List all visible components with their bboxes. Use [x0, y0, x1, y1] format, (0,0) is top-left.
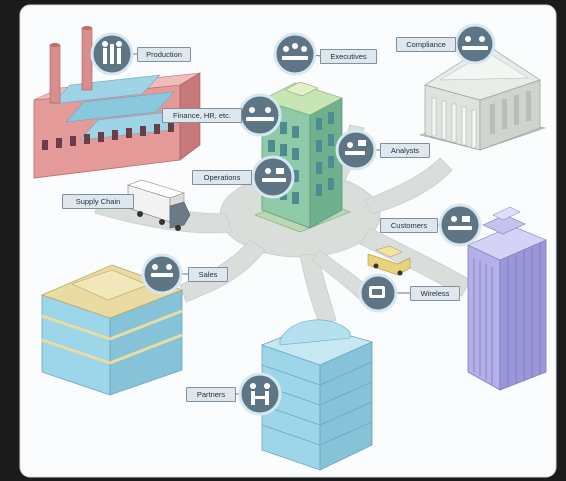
label-supply-chain: Supply Chain: [62, 194, 134, 209]
label-sales: Sales: [188, 267, 228, 282]
factory-building: [33, 26, 201, 179]
label-executives: Executives: [320, 49, 377, 64]
analysts-icon: [335, 129, 377, 171]
customer-tower: [467, 206, 547, 391]
label-partners: Partners: [186, 387, 236, 402]
label-compliance: Compliance: [396, 37, 456, 52]
label-operations: Operations: [192, 170, 252, 185]
label-wireless: Wireless: [410, 286, 460, 301]
taxi-car: [367, 245, 411, 276]
operations-icon: [251, 155, 295, 199]
partners-icon: [238, 372, 282, 416]
sales-building: [40, 264, 184, 396]
label-customers: Customers: [380, 218, 438, 233]
compliance-building: [418, 44, 547, 151]
finance-icon: [238, 93, 282, 137]
wireless-icon: [358, 273, 398, 313]
sales-icon: [141, 253, 183, 295]
label-analysts: Analysts: [380, 143, 430, 158]
executives-icon: [273, 32, 317, 76]
compliance-icon: [454, 23, 496, 65]
customers-icon: [438, 203, 482, 247]
label-production: Production: [137, 47, 191, 62]
production-icon: [90, 32, 134, 76]
supply-truck: [127, 179, 191, 231]
label-finance: Finance, HR, etc.: [162, 108, 242, 123]
